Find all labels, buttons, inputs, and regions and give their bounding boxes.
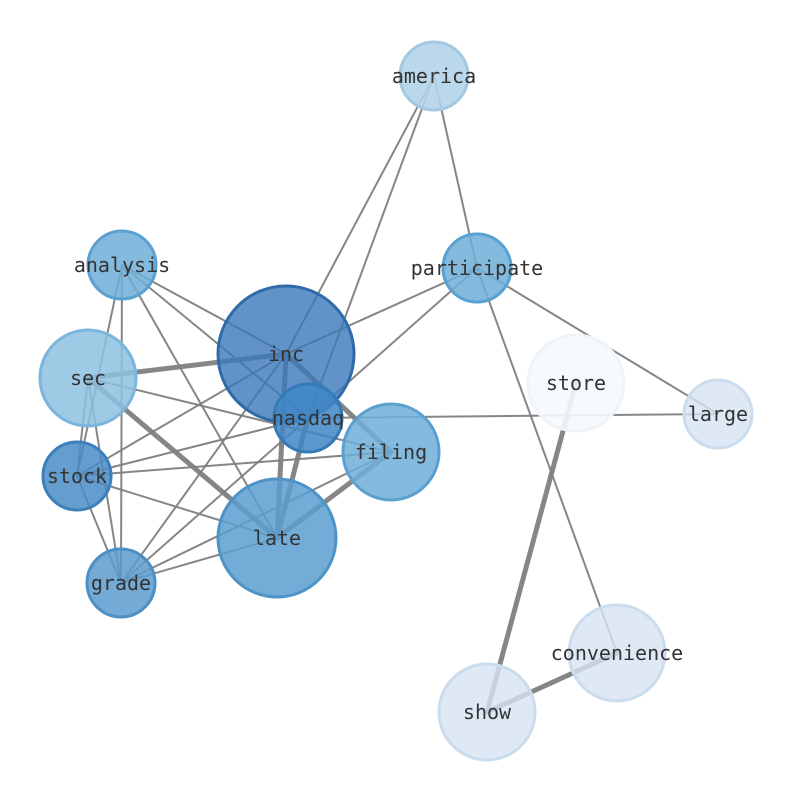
node-circle-participate — [441, 232, 513, 304]
node-circle-america — [398, 40, 470, 112]
node-circle-late — [216, 477, 338, 599]
node-label-convenience: convenience — [551, 641, 683, 665]
node-convenience: convenience — [551, 603, 683, 703]
node-label-participate: participate — [411, 256, 543, 280]
node-label-analysis: analysis — [74, 253, 170, 277]
node-large: large — [682, 378, 754, 450]
node-label-filing: filing — [355, 440, 427, 464]
node-label-large: large — [688, 402, 748, 426]
node-label-nasdaq: nasdaq — [272, 406, 344, 430]
node-circle-convenience — [567, 603, 667, 703]
edge-store-show — [484, 380, 579, 715]
node-label-grade: grade — [91, 571, 151, 595]
edge-analysis-grade — [120, 264, 123, 584]
node-label-stock: stock — [47, 464, 107, 488]
node-nasdaq: nasdaq — [272, 382, 344, 454]
node-circle-analysis — [86, 229, 158, 301]
node-america: america — [392, 40, 476, 112]
node-circle-store — [526, 333, 626, 433]
node-label-store: store — [546, 371, 606, 395]
node-circle-nasdaq — [272, 382, 344, 454]
node-circle-large — [682, 378, 754, 450]
node-label-show: show — [463, 700, 512, 724]
node-stock: stock — [41, 440, 113, 512]
edge-nasdaq-stock — [76, 417, 309, 477]
node-analysis: analysis — [74, 229, 170, 301]
node-label-inc: inc — [268, 342, 304, 366]
node-filing: filing — [341, 402, 441, 502]
node-label-sec: sec — [70, 366, 106, 390]
node-circle-show — [437, 662, 537, 762]
edge-nasdaq-grade — [120, 417, 309, 584]
node-circle-stock — [41, 440, 113, 512]
node-sec: sec — [38, 328, 138, 428]
edge-sec-filing — [87, 377, 392, 453]
node-circle-grade — [85, 547, 157, 619]
node-label-late: late — [253, 526, 301, 550]
node-late: late — [216, 477, 338, 599]
node-grade: grade — [85, 547, 157, 619]
node-circle-sec — [38, 328, 138, 428]
node-show: show — [437, 662, 537, 762]
node-layer: america participate analysis inc sec nasdaq fi… — [38, 40, 754, 762]
node-store: store — [526, 333, 626, 433]
edge-participate-convenience — [476, 267, 618, 654]
node-participate: participate — [411, 232, 543, 304]
node-label-america: america — [392, 64, 476, 88]
edge-filing-stock — [76, 451, 392, 477]
node-circle-filing — [341, 402, 441, 502]
